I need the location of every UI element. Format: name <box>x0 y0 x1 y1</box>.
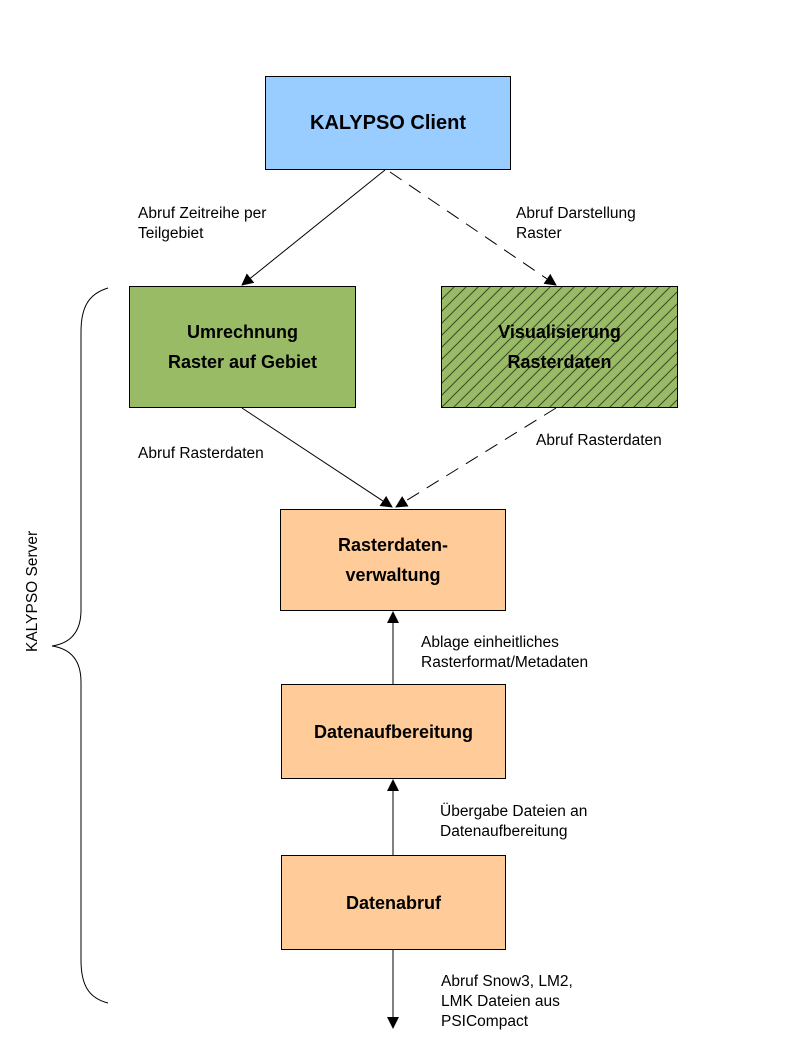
label-abruf-snow-line-3: PSICompact <box>441 1013 529 1030</box>
umrechnung-line-2: Raster auf Gebiet <box>167 352 318 372</box>
arrow-visualisierung-to-rasterdaten <box>395 407 557 508</box>
label-abruf-darstellung: Abruf Darstellung Raster <box>516 204 636 244</box>
label-abruf-snow-line-2: LMK Dateien aus <box>441 993 560 1010</box>
umrechnung-line-1: Umrechnung <box>186 322 298 342</box>
label-abruf-zeitreihe: Abruf Zeitreihe per Teilgebiet <box>138 204 266 244</box>
label-abruf-darstellung-line-2: Raster <box>516 225 562 242</box>
arrow-umrechnung-to-rasterdaten <box>241 407 393 508</box>
datenabruf-title: Datenabruf <box>345 892 441 913</box>
label-ablage-line-1: Ablage einheitliches <box>421 634 559 651</box>
label-ablage-line-2: Rasterformat/Metadaten <box>421 654 589 671</box>
server-brace <box>51 287 109 1004</box>
label-abruf-rasterdaten-left: Abruf Rasterdaten <box>138 444 264 464</box>
label-abruf-rasterdaten-left-text: Abruf Rasterdaten <box>138 445 264 462</box>
label-abruf-zeitreihe-line-1: Abruf Zeitreihe per <box>138 205 267 222</box>
hatch-pattern <box>442 287 677 407</box>
label-uebergabe-line-1: Übergabe Dateien an <box>440 803 588 820</box>
label-abruf-darstellung-line-1: Abruf Darstellung <box>516 205 636 222</box>
label-abruf-snow-line-1: Abruf Snow3, LM2, <box>441 973 573 990</box>
datenaufbereitung-box: Datenaufbereitung <box>281 684 506 779</box>
label-uebergabe: Übergabe Dateien an Datenaufbereitung <box>440 802 587 842</box>
kalypso-client-title: KALYPSO Client <box>310 112 466 134</box>
rasterdatenverwaltung-box: Rasterdaten- verwaltung <box>280 509 506 611</box>
visualisierung-box: Visualisierung Rasterdaten <box>441 286 678 408</box>
label-abruf-rasterdaten-right-text: Abruf Rasterdaten <box>536 432 662 449</box>
arrow-client-to-umrechnung <box>241 169 386 286</box>
datenaufbereitung-title: Datenaufbereitung <box>313 721 473 742</box>
arrow-client-to-visualisierung <box>389 171 557 286</box>
label-uebergabe-line-2: Datenaufbereitung <box>440 823 568 840</box>
label-abruf-snow: Abruf Snow3, LM2, LMK Dateien aus PSICom… <box>441 972 573 1032</box>
visualisierung-line-2: Rasterdaten <box>507 352 612 372</box>
label-abruf-rasterdaten-right: Abruf Rasterdaten <box>536 431 662 451</box>
kalypso-client-box: KALYPSO Client <box>265 76 511 170</box>
rasterdatenverwaltung-line-2: verwaltung <box>345 565 441 585</box>
label-abruf-zeitreihe-line-2: Teilgebiet <box>138 225 204 242</box>
kalypso-server-label: KALYPSO Server <box>24 530 41 652</box>
label-ablage: Ablage einheitliches Rasterformat/Metada… <box>421 633 588 673</box>
datenabruf-box: Datenabruf <box>281 855 506 950</box>
umrechnung-box: Umrechnung Raster auf Gebiet <box>129 286 356 408</box>
rasterdatenverwaltung-line-1: Rasterdaten- <box>337 535 449 555</box>
visualisierung-line-1: Visualisierung <box>498 322 621 342</box>
